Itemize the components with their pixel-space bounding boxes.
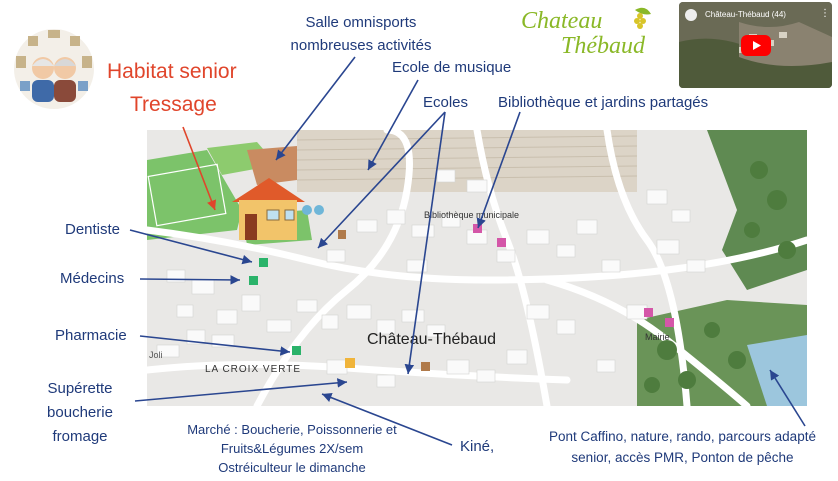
town-map-label: Château-Thébaud (367, 331, 496, 348)
callout-salle-line2: nombreuses activités (290, 37, 432, 54)
play-button[interactable] (741, 35, 771, 56)
grape-leaf-icon (634, 7, 651, 29)
callout-medecins: Médecins (60, 270, 125, 287)
callout-salle-line1: Salle omnisports (305, 14, 417, 31)
callout-dentiste: Dentiste (65, 221, 121, 238)
callout-superette-line2: boucherie (47, 404, 113, 421)
callout-marche-line2: Fruits&Légumes 2X/sem (220, 441, 364, 456)
callout-pont-line1: Pont Caffino, nature, rando, parcours ad… (549, 429, 816, 444)
callout-marche-line1: Marché : Boucherie, Poissonnerie et (187, 422, 397, 437)
mairie-map-label: Mairie (645, 332, 670, 342)
street-map-label: LA CROIX VERTE (205, 364, 302, 375)
joli-map-label: Joli (149, 350, 163, 360)
logo-line-1: Chateau (521, 8, 603, 34)
logo-line-2: Thébaud (561, 33, 645, 59)
title-line-1: Habitat senior (107, 60, 237, 83)
town-map: Bibliothèque municipale Château-Thébaud … (147, 130, 807, 406)
channel-avatar[interactable] (685, 9, 697, 21)
callout-pont-line2: senior, accès PMR, Ponton de pêche (571, 450, 794, 465)
play-icon (753, 41, 761, 50)
more-options-icon[interactable]: ⋮ (820, 8, 830, 19)
chateau-thebaud-logo: Chateau Thébaud (521, 6, 661, 62)
callout-bibliotheque: Bibliothèque et jardins partagés (498, 94, 709, 111)
callout-ecole-musique: Ecole de musique (392, 59, 512, 76)
callout-marche-line3: Ostréiculteur le dimanche (218, 460, 366, 475)
callout-superette-line1: Supérette (47, 380, 113, 397)
youtube-video-thumbnail[interactable]: Château-Thébaud (44) ⋮ (679, 2, 832, 88)
callout-kine: Kiné, (460, 438, 495, 455)
video-title[interactable]: Château-Thébaud (44) (705, 10, 786, 19)
house-icon (232, 178, 305, 240)
senior-couple-illustration (14, 29, 94, 109)
callout-superette-line3: fromage (52, 428, 108, 445)
callout-pharmacie: Pharmacie (55, 327, 127, 344)
library-map-label: Bibliothèque municipale (424, 210, 520, 220)
callout-ecoles: Ecoles (423, 94, 469, 111)
map-drawing (147, 130, 807, 406)
title-line-2: Tressage (130, 93, 217, 116)
